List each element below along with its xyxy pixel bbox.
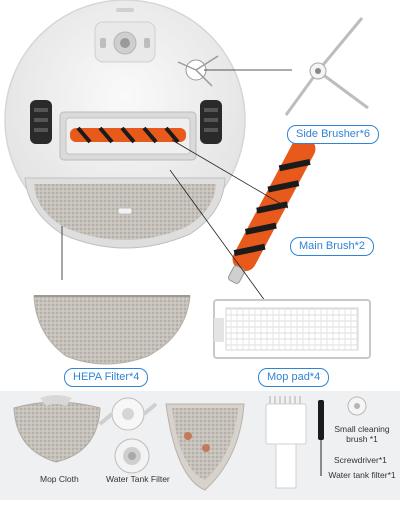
- mop-pad-label: Mop pad*4: [258, 368, 330, 387]
- bottom-accessories: [0, 391, 400, 500]
- leader-lines: [61, 69, 292, 306]
- hepa-filter-block: [213, 299, 371, 359]
- mop-cloth-caption: Mop Cloth: [40, 474, 79, 484]
- main-brush-label: Main Brush*2: [290, 237, 375, 256]
- side-brush-item: [284, 17, 369, 116]
- water-tank-filter-caption: Water Tank Filter: [106, 474, 170, 484]
- mop-tray: [24, 177, 226, 249]
- mop-pad-large: [33, 295, 191, 365]
- side-brush-label: Side Brusher*6: [287, 125, 379, 144]
- screwdriver-caption: Screwdriver*1: [334, 455, 387, 465]
- water-tank-filter-count-caption: Water tank filter*1: [328, 470, 396, 480]
- hepa-filter-label: HEPA Filter*4: [64, 368, 149, 387]
- small-brush-caption: Small cleaning brush *1: [334, 424, 390, 444]
